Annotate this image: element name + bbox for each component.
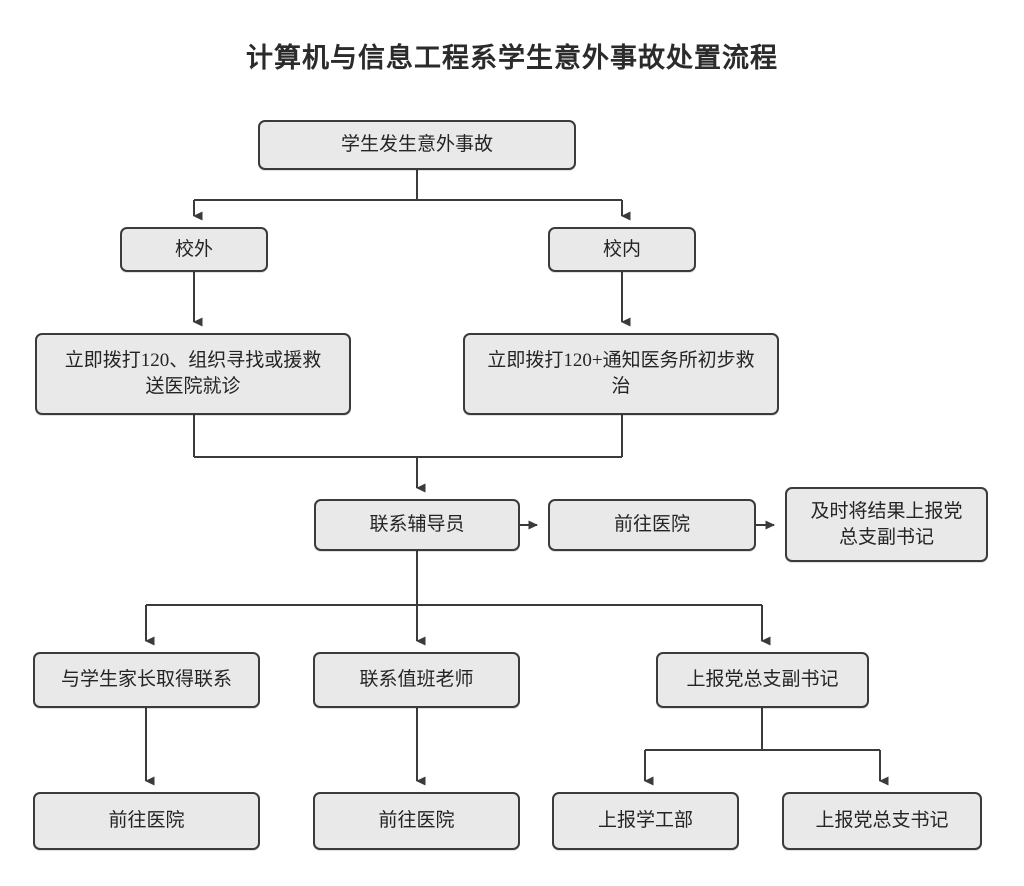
node-label: 前往医院 [378,810,455,832]
node-student-accident[interactable]: 学生发生意外事故 [258,120,576,170]
node-go-to-hospital-main[interactable]: 前往医院 [548,499,756,551]
node-report-deputy-secretary[interactable]: 上报党总支副书记 [656,652,869,708]
node-label: 前往医院 [613,514,690,536]
node-label: 上报学工部 [597,810,693,832]
node-call-120-offcampus[interactable]: 立即拨打120、组织寻找或援救 送医院就诊 [35,333,351,415]
node-contact-parents[interactable]: 与学生家长取得联系 [33,652,260,708]
node-label: 学生发生意外事故 [340,134,493,156]
node-label: 联系辅导员 [369,514,465,536]
node-go-to-hospital-parents[interactable]: 前往医院 [33,792,260,850]
node-on-campus[interactable]: 校内 [548,227,696,272]
node-report-student-affairs[interactable]: 上报学工部 [552,792,739,850]
node-label: 与学生家长取得联系 [60,669,232,691]
page-title: 计算机与信息工程系学生意外事故处置流程 [246,43,778,73]
node-label: 校内 [602,238,641,260]
node-label: 立即拨打120、组织寻找或援救 送医院就诊 [64,350,322,397]
node-label: 上报党总支副书记 [686,669,839,691]
node-contact-duty-teacher[interactable]: 联系值班老师 [313,652,520,708]
node-label: 上报党总支书记 [815,810,949,832]
node-go-to-hospital-teacher[interactable]: 前往医院 [313,792,520,850]
node-off-campus[interactable]: 校外 [120,227,268,272]
node-call-120-oncampus[interactable]: 立即拨打120+通知医务所初步救 治 [463,333,779,415]
node-label: 前往医院 [108,810,185,832]
node-contact-counselor[interactable]: 联系辅导员 [314,499,520,551]
node-label: 校外 [174,238,213,260]
node-label: 及时将结果上报党 总支副书记 [810,500,963,548]
node-label: 联系值班老师 [359,669,474,691]
node-report-result-deputy-secretary[interactable]: 及时将结果上报党 总支副书记 [785,487,988,562]
node-label: 立即拨打120+通知医务所初步救 治 [487,350,755,397]
node-report-party-secretary[interactable]: 上报党总支书记 [782,792,982,850]
